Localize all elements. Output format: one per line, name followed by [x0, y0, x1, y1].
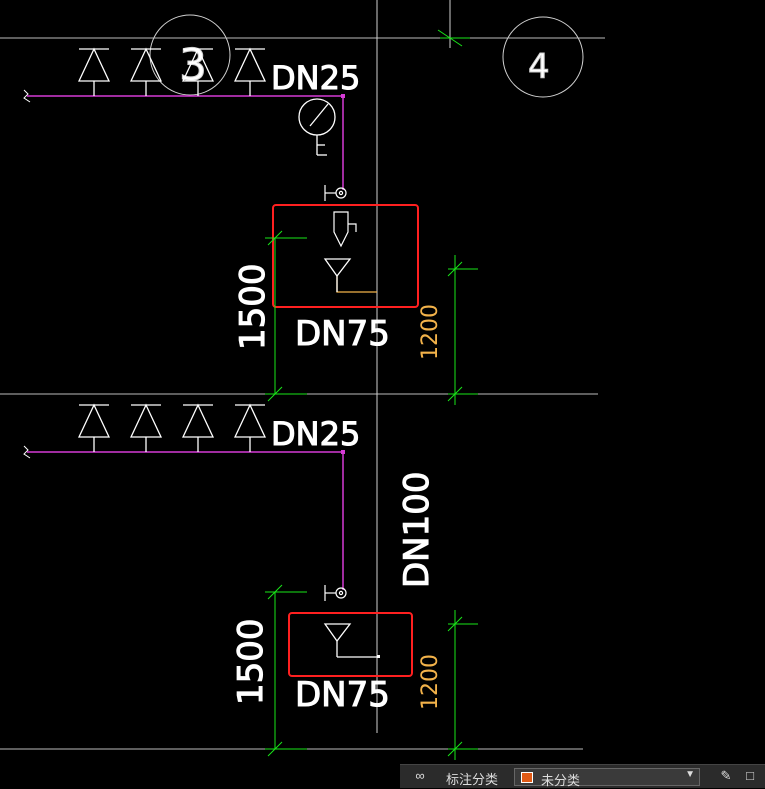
- annotation-category-select[interactable]: 未分类 ▼: [514, 768, 700, 788]
- drain-size-top: DN75: [295, 314, 390, 354]
- category-selected-value: 未分类: [541, 773, 581, 788]
- grid-bubble-3: 3: [149, 14, 231, 96]
- sprinkler-heads-top: [77, 47, 267, 96]
- dimension-left-bottom: [265, 584, 307, 757]
- dimension-left-top: [265, 230, 307, 402]
- pipe-size-bottom: DN25: [271, 415, 360, 453]
- drain-funnel-top: [323, 258, 377, 293]
- edit-icon[interactable]: ✎: [720, 768, 732, 783]
- pipe-size-top: DN25: [271, 59, 360, 97]
- sprinkler-branch-top[interactable]: [23, 89, 345, 190]
- pressure-gauge-icon: [298, 98, 336, 156]
- dimension-label-right-top: 1200: [418, 304, 443, 360]
- sprinkler-heads-bottom: [77, 403, 267, 452]
- dimension-label-left-top: 1500: [233, 263, 273, 350]
- sprinkler-branch-bottom[interactable]: [23, 445, 345, 590]
- grid-bubble-4: 4: [502, 16, 584, 98]
- grid-label-4: 4: [528, 47, 550, 87]
- test-valve-icon-top: [324, 185, 357, 248]
- dimension-right-top: [447, 255, 478, 405]
- dimension-label-right-bottom: 1200: [418, 654, 443, 710]
- dimension-right-bottom: [447, 610, 478, 760]
- drain-funnel-bottom: [323, 623, 380, 658]
- toolbar-extra-icon[interactable]: □: [746, 768, 754, 783]
- test-valve-icon-bottom: [324, 585, 347, 601]
- annotation-category-label: 标注分类: [446, 772, 499, 787]
- grid-label-3: 3: [179, 40, 207, 91]
- chevron-down-icon: ▼: [685, 769, 695, 780]
- highlight-box-top: [272, 204, 419, 308]
- drain-size-bottom: DN75: [295, 675, 390, 715]
- highlight-box-bottom: [288, 612, 413, 677]
- category-color-swatch: [521, 772, 533, 783]
- annotation-toolbar: ∞ 标注分类 未分类 ▼ ✎ □: [400, 764, 765, 788]
- riser-size-label: DN100: [397, 471, 437, 588]
- dimension-label-left-bottom: 1500: [231, 618, 271, 705]
- link-icon[interactable]: ∞: [415, 768, 425, 783]
